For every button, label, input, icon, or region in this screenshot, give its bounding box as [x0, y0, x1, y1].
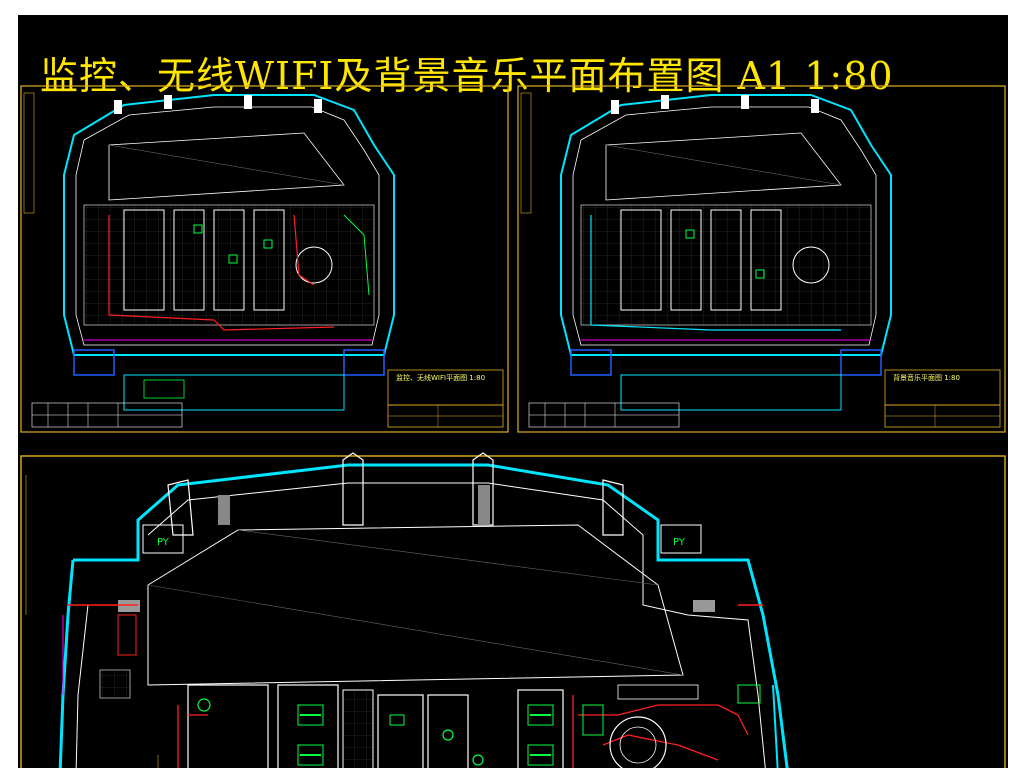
room-label-right: PY: [673, 537, 685, 548]
drawing-title: 监控、无线WIFI及背景音乐平面布置图 A1 1:80: [40, 54, 894, 98]
sheet-2-titleblock: [884, 369, 1001, 428]
sheet-1-plan: [63, 94, 395, 411]
sheet-2-frame: [517, 85, 1006, 433]
sheet-1-frame: [20, 85, 509, 433]
sheet-1: [20, 85, 509, 433]
sheet-2-caption: 背景音乐平面图 1:80: [893, 374, 960, 382]
sheet-1-legend: [31, 402, 183, 428]
drawing-svg: [20, 85, 1006, 768]
detail-frame: [20, 455, 1006, 768]
sheet-2: [517, 85, 1006, 433]
sheet-1-caption: 监控、无线WIFI平面图 1:80: [396, 374, 486, 382]
room-label-left: PY: [157, 537, 169, 548]
detail-sheet: [20, 452, 1006, 768]
sheet-2-plan: [560, 94, 892, 411]
sheet-1-titleblock: [387, 369, 504, 428]
sheet-2-legend: [528, 402, 680, 428]
cad-sheet: 监控、无线WIFI及背景音乐平面布置图 A1 1:80: [18, 15, 1008, 768]
detail-rooms: [187, 684, 564, 768]
